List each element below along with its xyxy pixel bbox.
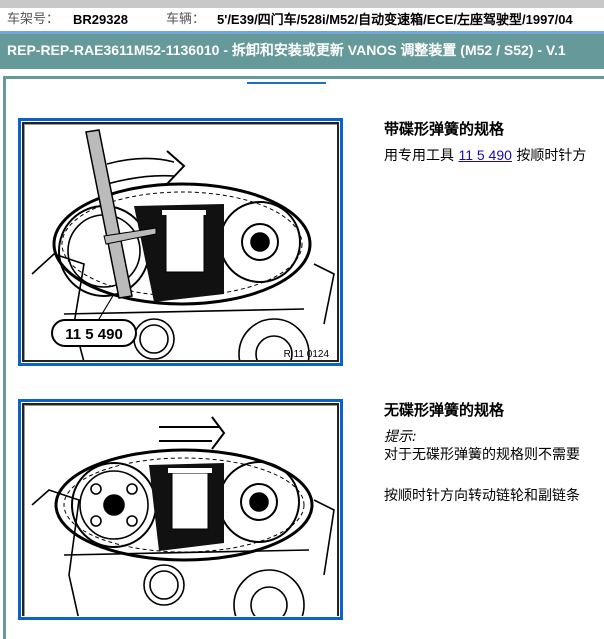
header-separator	[0, 31, 604, 34]
figure-id: R 11 0124	[284, 349, 330, 360]
vehicle-label: 车辆：	[166, 12, 206, 27]
section-text-with-spring: 用专用工具 11 5 490 按顺时针方	[384, 145, 586, 165]
content-frame	[3, 76, 604, 639]
anchor-underline	[247, 82, 326, 84]
page-title-bar: REP-REP-RAE3611M52-1136010 - 拆卸和安装或更新 VA…	[0, 34, 604, 69]
instruction-prefix: 用专用工具	[384, 148, 459, 164]
section-title-without-spring: 无碟形弹簧的规格	[384, 401, 505, 419]
instruction-suffix: 按顺时针方	[511, 148, 587, 164]
section-title-with-spring: 带碟形弹簧的规格	[384, 120, 505, 138]
figure-without-disc-spring	[18, 399, 343, 620]
page-title: REP-REP-RAE3611M52-1136010 - 拆卸和安装或更新 VA…	[7, 42, 566, 58]
vehicle-info-row: 车架号： BR29328 车辆： 5'/E39/四门车/528i/M52/自动变…	[0, 8, 604, 31]
top-strip	[0, 0, 604, 8]
hint-text: 对于无碟形弹簧的规格则不需要	[384, 447, 580, 463]
instruction-text: 按顺时针方向转动链轮和副链条	[384, 488, 580, 504]
hint-label: 提示:	[384, 429, 417, 445]
figure-with-disc-spring: 11 5 490 R 11 0124	[18, 118, 343, 366]
engine-timing-diagram-icon: 11 5 490 R 11 0124	[31, 129, 335, 360]
vehicle-value: 5'/E39/四门车/528i/M52/自动变速箱/ECE/左座驾驶型/1997…	[217, 12, 573, 27]
vin-value: BR29328	[73, 12, 128, 27]
tool-callout-label: 11 5 490	[65, 326, 123, 343]
special-tool-link[interactable]: 11 5 490	[458, 147, 512, 163]
engine-timing-diagram-icon	[31, 416, 335, 616]
vin-label: 车架号：	[7, 12, 60, 27]
